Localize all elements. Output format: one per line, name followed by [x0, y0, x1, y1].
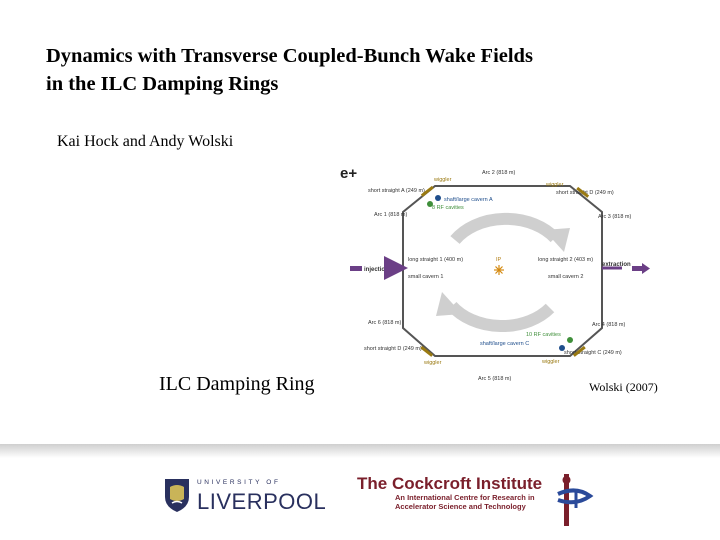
- cockcroft-subtitle-2: Accelerator Science and Technology: [395, 502, 526, 511]
- liverpool-main-text: LIVERPOOL: [197, 489, 327, 514]
- label-arc-2: Arc 2 (818 m): [482, 170, 515, 176]
- label-arc-6: Arc 6 (818 m): [368, 320, 401, 326]
- title-line-2: in the ILC Damping Rings: [46, 73, 279, 95]
- circulation-arrow-bottom-head: [436, 292, 462, 316]
- label-wiggler-tr: wiggler: [545, 182, 564, 188]
- rf-cavities-bottom-marker: [567, 337, 573, 343]
- label-short-straight-d-bottom: short straight D (249 m): [364, 346, 422, 352]
- particle-label: e+: [340, 165, 357, 182]
- footer-divider: [0, 444, 720, 458]
- extraction-arrow-shaft: [632, 266, 642, 271]
- label-long-straight-1: long straight 1 (400 m): [408, 257, 463, 263]
- authors: Kai Hock and Andy Wolski: [57, 133, 234, 150]
- label-injection: injection: [364, 267, 389, 273]
- wiggler-tl: [420, 185, 434, 197]
- label-short-straight-a: short straight A (249 m): [368, 188, 425, 194]
- liverpool-top-text: UNIVERSITY OF: [197, 479, 281, 486]
- damping-ring-diagram: e+ Arc 2 (818 m) Arc 1 (818 m) Arc 3 (81…: [340, 165, 650, 382]
- wiggler-tr: [576, 186, 590, 198]
- slide-title: Dynamics with Transverse Coupled-Bunch W…: [46, 42, 666, 98]
- liverpool-crest-icon: [165, 479, 189, 512]
- cavern-c-marker: [559, 345, 565, 351]
- wiggler-bl: [420, 345, 434, 357]
- label-arc-1: Arc 1 (818 m): [374, 212, 407, 218]
- cockcroft-logo: The Cockcroft Institute An International…: [357, 474, 587, 514]
- title-line-1: Dynamics with Transverse Coupled-Bunch W…: [46, 45, 533, 67]
- cockcroft-emblem-icon: [557, 474, 594, 526]
- ip-star-icon: [494, 265, 504, 275]
- label-extraction: extraction: [602, 262, 631, 268]
- label-wiggler-br: wiggler: [541, 359, 560, 365]
- rf-cavities-top-marker: [427, 201, 433, 207]
- label-wiggler-tl: wiggler: [433, 177, 452, 183]
- label-small-cavern-1: small cavern 1: [408, 274, 443, 280]
- label-short-straight-c: short straight C (249 m): [564, 350, 622, 356]
- label-wiggler-bl: wiggler: [423, 360, 442, 366]
- label-arc-3: Arc 3 (818 m): [598, 214, 631, 220]
- label-arc-4: Arc 4 (818 m): [592, 322, 625, 328]
- injection-arrow-shaft: [350, 266, 362, 271]
- label-ip: IP: [496, 257, 502, 263]
- circulation-arrow-top-head: [544, 228, 570, 252]
- circulation-arrow-bottom: [447, 301, 555, 333]
- label-shaft-cavern-a: shaft/large cavern A: [444, 197, 493, 203]
- image-credit: Wolski (2007): [589, 380, 658, 394]
- label-arc-5: Arc 5 (818 m): [478, 376, 511, 382]
- liverpool-logo: UNIVERSITY OF LIVERPOOL: [163, 475, 326, 515]
- diagram-caption: ILC Damping Ring: [159, 373, 315, 395]
- label-rf-cavities-bottom: 10 RF cavities: [526, 332, 561, 338]
- cockcroft-name: The Cockcroft Institute: [357, 474, 543, 493]
- label-long-straight-2: long straight 2 (403 m): [538, 257, 593, 263]
- label-rf-cavities-top: 8 RF cavities: [432, 205, 464, 211]
- wiggler-br: [572, 345, 586, 357]
- extraction-arrow-head: [642, 263, 650, 274]
- cockcroft-subtitle-1: An International Centre for Research in: [395, 493, 535, 502]
- cavern-a-marker: [435, 195, 441, 201]
- circulation-arrow-top: [450, 212, 560, 245]
- label-small-cavern-2: small cavern 2: [548, 274, 583, 280]
- label-shaft-cavern-c: shaft/large cavern C: [480, 341, 529, 347]
